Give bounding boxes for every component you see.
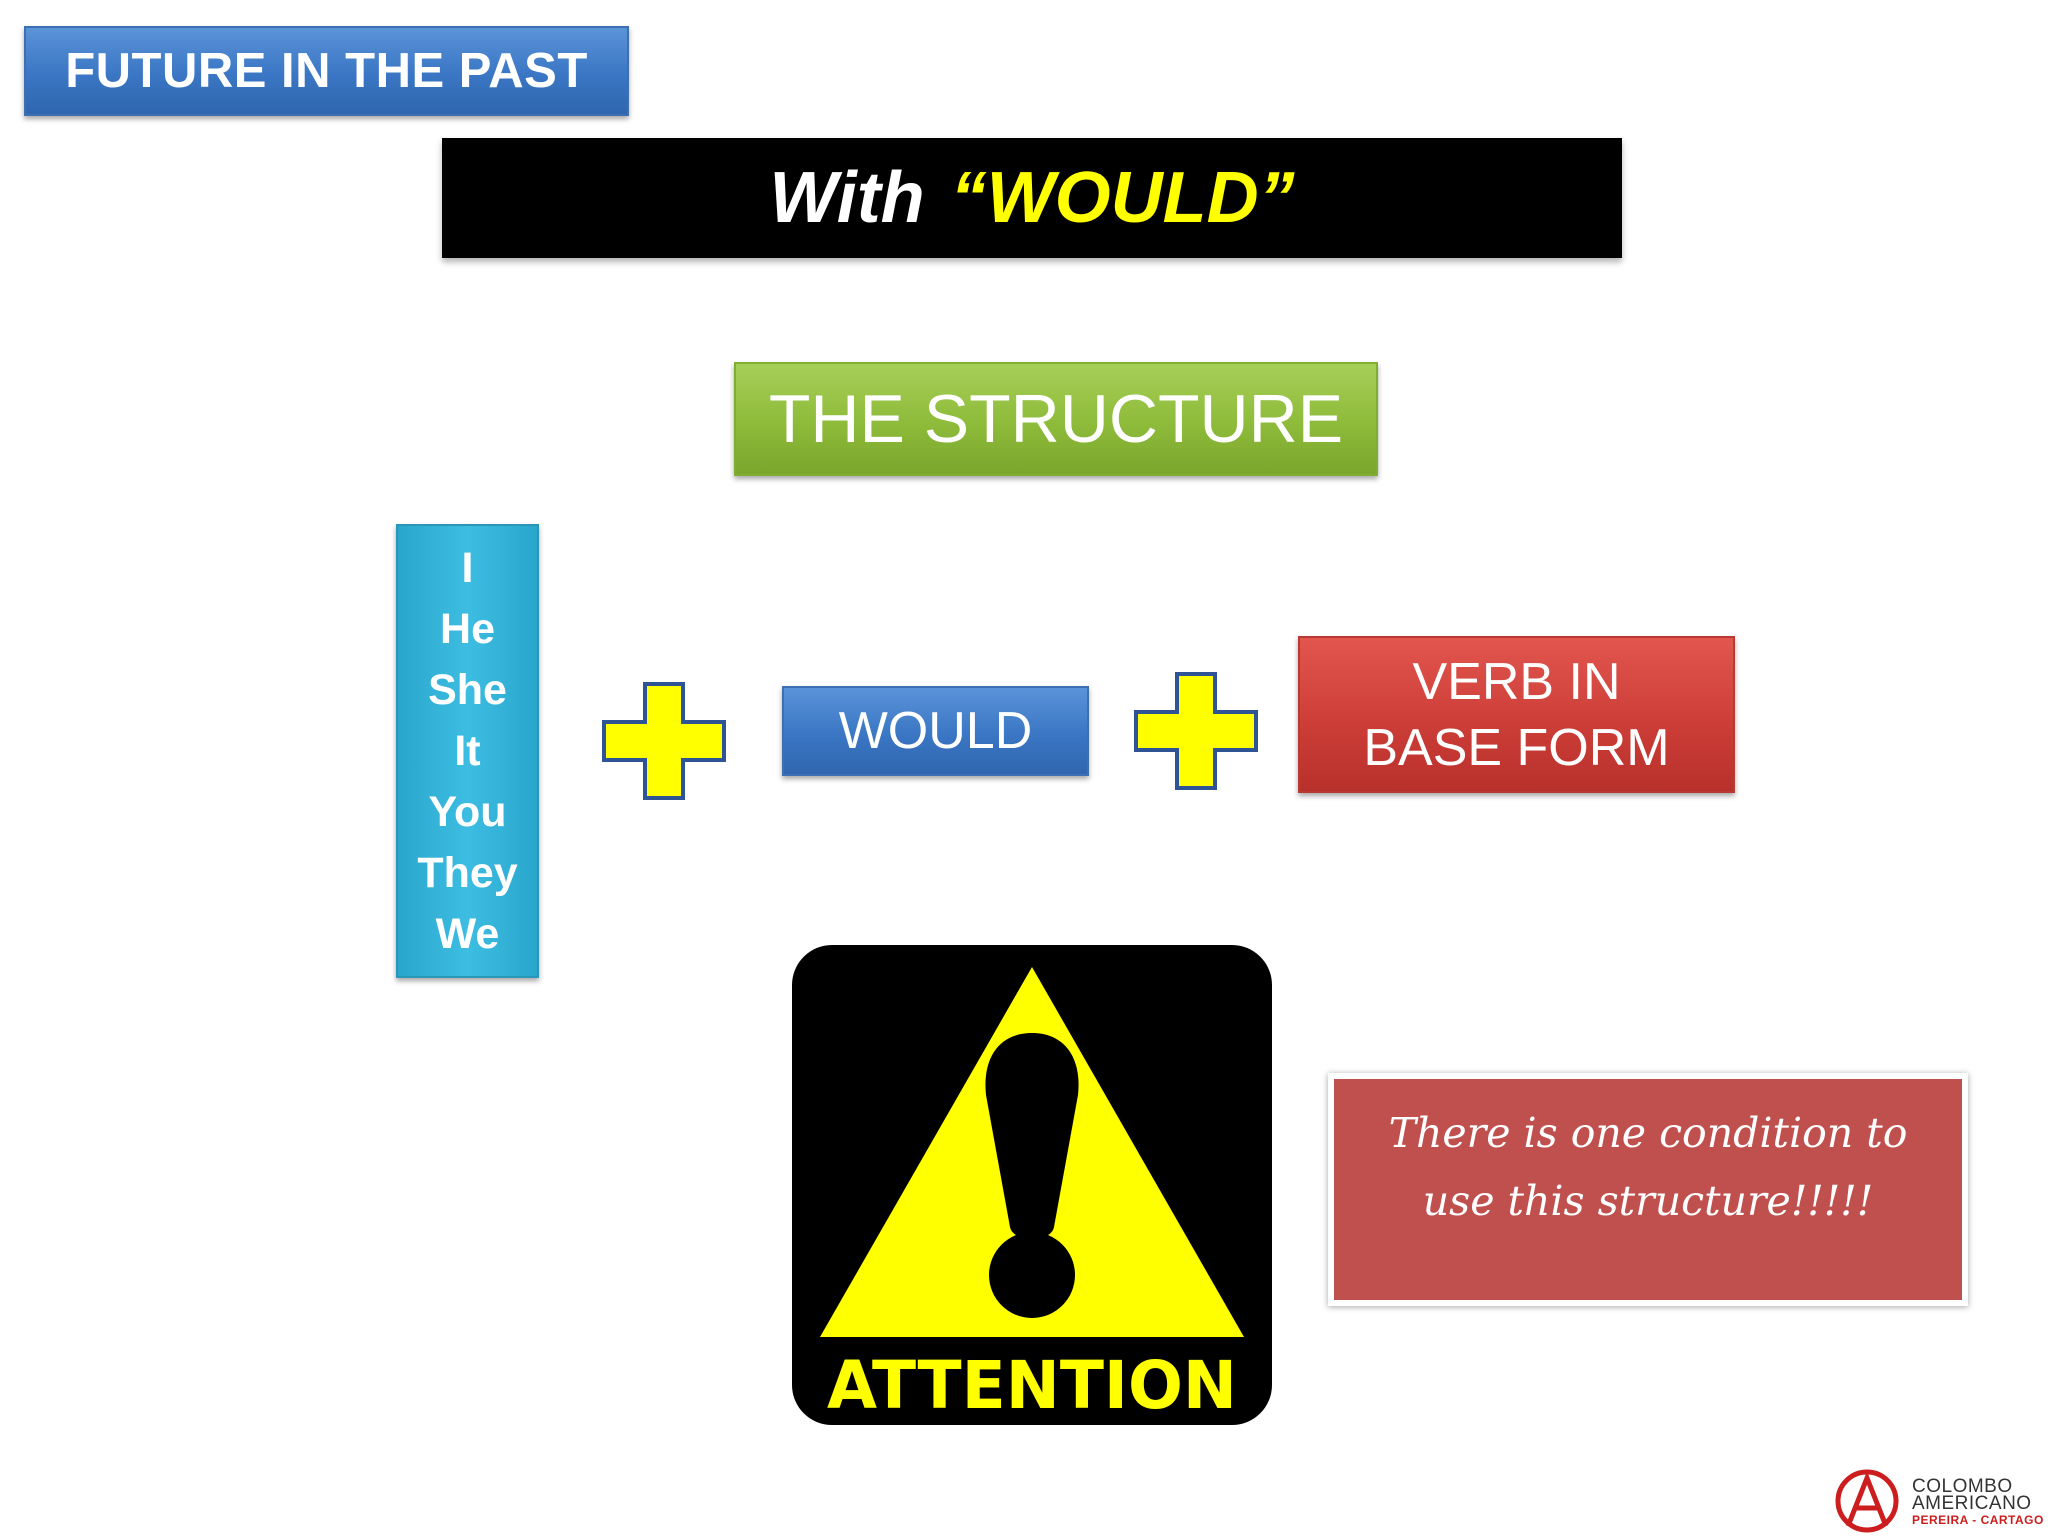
logo-line3: PEREIRA - CARTAGO [1912,1513,2044,1527]
would-box: WOULD [782,686,1089,776]
structure-heading: THE STRUCTURE [734,362,1378,476]
colombo-americano-logo: COLOMBO AMERICANO PEREIRA - CARTAGO [1834,1468,2044,1534]
subtitle-would: “WOULD” [950,158,1295,238]
pronoun-item: We [435,909,500,958]
pronoun-item: It [454,726,481,775]
logo-line2: AMERICANO [1912,1493,2032,1514]
plus-icon [602,682,726,800]
subtitle-bar: With “WOULD” [442,138,1622,258]
subtitle-with: With [769,158,925,238]
plus-icon [1134,672,1258,790]
logo-mark-icon [1835,1469,1899,1533]
pronoun-list: I He She It You They We [396,524,539,978]
pronoun-item: They [417,848,518,897]
pronoun-item: I [461,543,474,592]
pronoun-item: You [428,787,507,836]
attention-warning-icon: ATTENTION [792,945,1272,1425]
condition-text: There is one condition to use this struc… [1334,1079,1962,1300]
verb-base-form-box: VERB IN BASE FORM [1298,636,1735,793]
pronoun-item: She [428,665,507,714]
attention-reflection: ATTENTION [792,1425,1272,1536]
slide-title: FUTURE IN THE PAST [24,26,629,116]
condition-callout: There is one condition to use this struc… [1328,1073,1968,1306]
attention-label: ATTENTION [827,1347,1237,1424]
logo-line1: COLOMBO [1912,1476,2013,1497]
verb-label: VERB IN BASE FORM [1363,652,1670,777]
pronoun-item: He [440,604,495,653]
